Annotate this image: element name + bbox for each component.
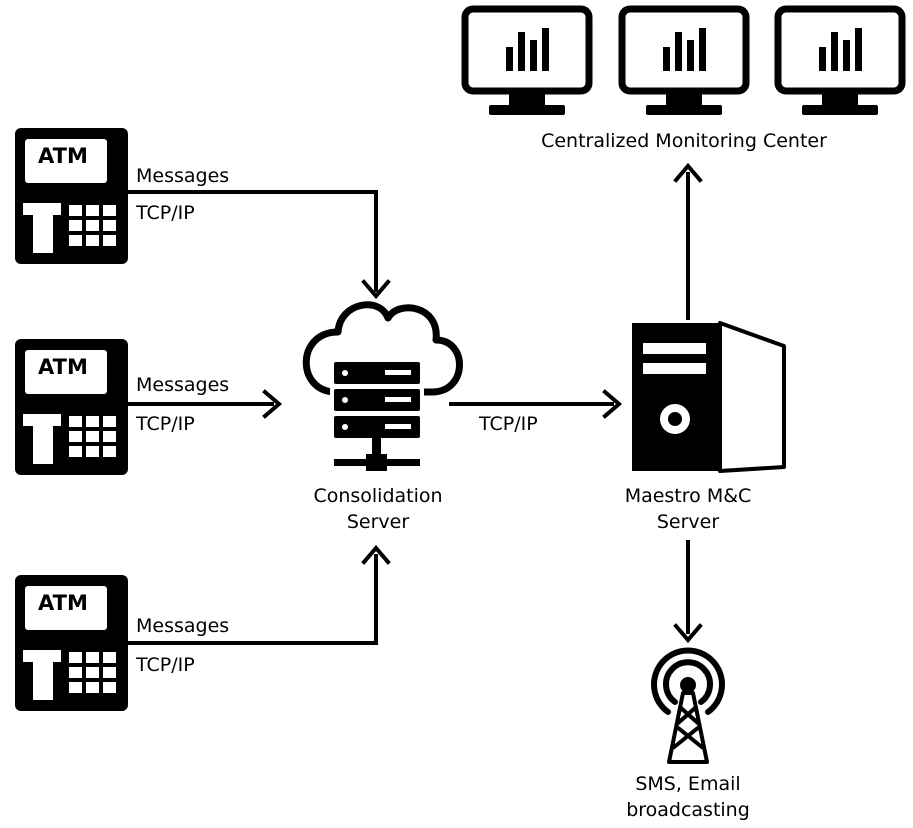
atm-screen-text: ATM	[38, 144, 88, 168]
mc-server-label-line1: Maestro M&C	[624, 485, 752, 507]
atm3-protocol-label: TCP/IP	[136, 654, 195, 676]
atm-screen-text: ATM	[38, 591, 88, 615]
consolidation-server-label-line1: Consolidation	[313, 485, 443, 507]
monitor-icon	[778, 9, 902, 115]
cloud-server-icon	[302, 301, 463, 471]
atm2-messages-label: Messages	[136, 374, 230, 396]
monitor-icon	[622, 9, 746, 115]
tower-server-icon	[632, 321, 786, 473]
atm1-messages-label: Messages	[136, 165, 230, 187]
broadcast-label-line2: broadcasting	[626, 799, 750, 821]
atm1-to-consolidation-line	[128, 190, 378, 292]
arrowheads	[262, 162, 703, 644]
broadcast-tower-icon	[651, 647, 725, 764]
monitor-icon	[465, 9, 589, 115]
connectors	[128, 172, 690, 645]
atm3-messages-label: Messages	[136, 615, 230, 637]
monitoring-center-label: Centralized Monitoring Center	[541, 130, 827, 152]
mc-server-label-line2: Server	[656, 511, 720, 533]
server-link-protocol-label: TCP/IP	[479, 413, 538, 435]
atm1-protocol-label: TCP/IP	[136, 202, 195, 224]
broadcast-label-line1: SMS, Email	[635, 773, 741, 795]
atm3-to-consolidation-line	[128, 554, 378, 645]
consolidation-server-label-line2: Server	[346, 511, 410, 533]
atm-screen-text: ATM	[38, 355, 88, 379]
atm2-protocol-label: TCP/IP	[136, 413, 195, 435]
